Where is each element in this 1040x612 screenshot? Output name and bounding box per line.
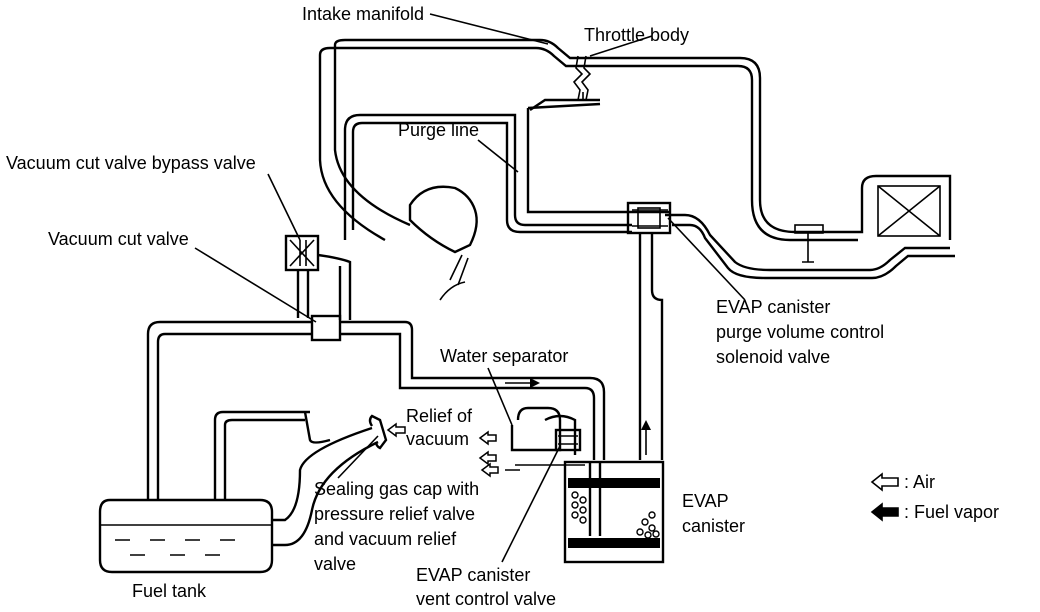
engine-head [408,185,478,301]
label-vacuum-cut-bypass-valve: Vacuum cut valve bypass valve [6,153,256,173]
legend-air: : Air [904,472,936,492]
label-canister-2: canister [682,516,746,536]
fuel-tank [98,410,379,574]
purge-solenoid-valve [626,201,672,460]
label-purge-line: Purge line [398,120,480,140]
water-separator [505,406,585,471]
label-canister-1: EVAP [682,491,729,511]
intake-chamber [526,102,670,214]
fuel-vapor-legend-icon [870,502,899,522]
label-fuel-tank: Fuel tank [132,581,207,601]
label-relief-2: vacuum [406,429,470,449]
vacuum-cut-bypass-valve [284,234,352,320]
label-water-separator: Water separator [440,346,569,366]
label-vent-2: vent control valve [416,589,557,609]
gas-cap [368,414,388,450]
label-gas-cap-4: valve [314,554,357,574]
label-vent-1: EVAP canister [416,565,531,585]
legend-icons [870,472,899,522]
purge-line [343,113,632,240]
vacuum-cut-valve [146,314,606,500]
label-vacuum-cut-valve: Vacuum cut valve [48,229,189,249]
label-gas-cap-3: and vacuum relief [314,529,457,549]
legend-fuel-vapor: : Fuel vapor [904,502,1000,522]
label-intake-manifold: Intake manifold [302,4,425,24]
label-gas-cap-2: pressure relief valve [314,504,476,524]
label-evap-purge-2: purge volume control [716,322,885,342]
throttle-body [529,55,600,111]
label-evap-purge-1: EVAP canister [716,297,831,317]
label-throttle-body: Throttle body [584,25,690,45]
intake-manifold [318,38,955,280]
leader-lines [194,13,746,563]
label-relief-1: Relief of [406,406,473,426]
air-legend-icon [870,472,899,492]
air-arrows [386,422,499,478]
evap-canister [563,460,665,564]
flow-arrows [505,378,651,455]
vent-control-valve [554,428,582,452]
label-gas-cap-1: Sealing gas cap with [314,479,480,499]
label-evap-purge-3: solenoid valve [716,347,831,367]
